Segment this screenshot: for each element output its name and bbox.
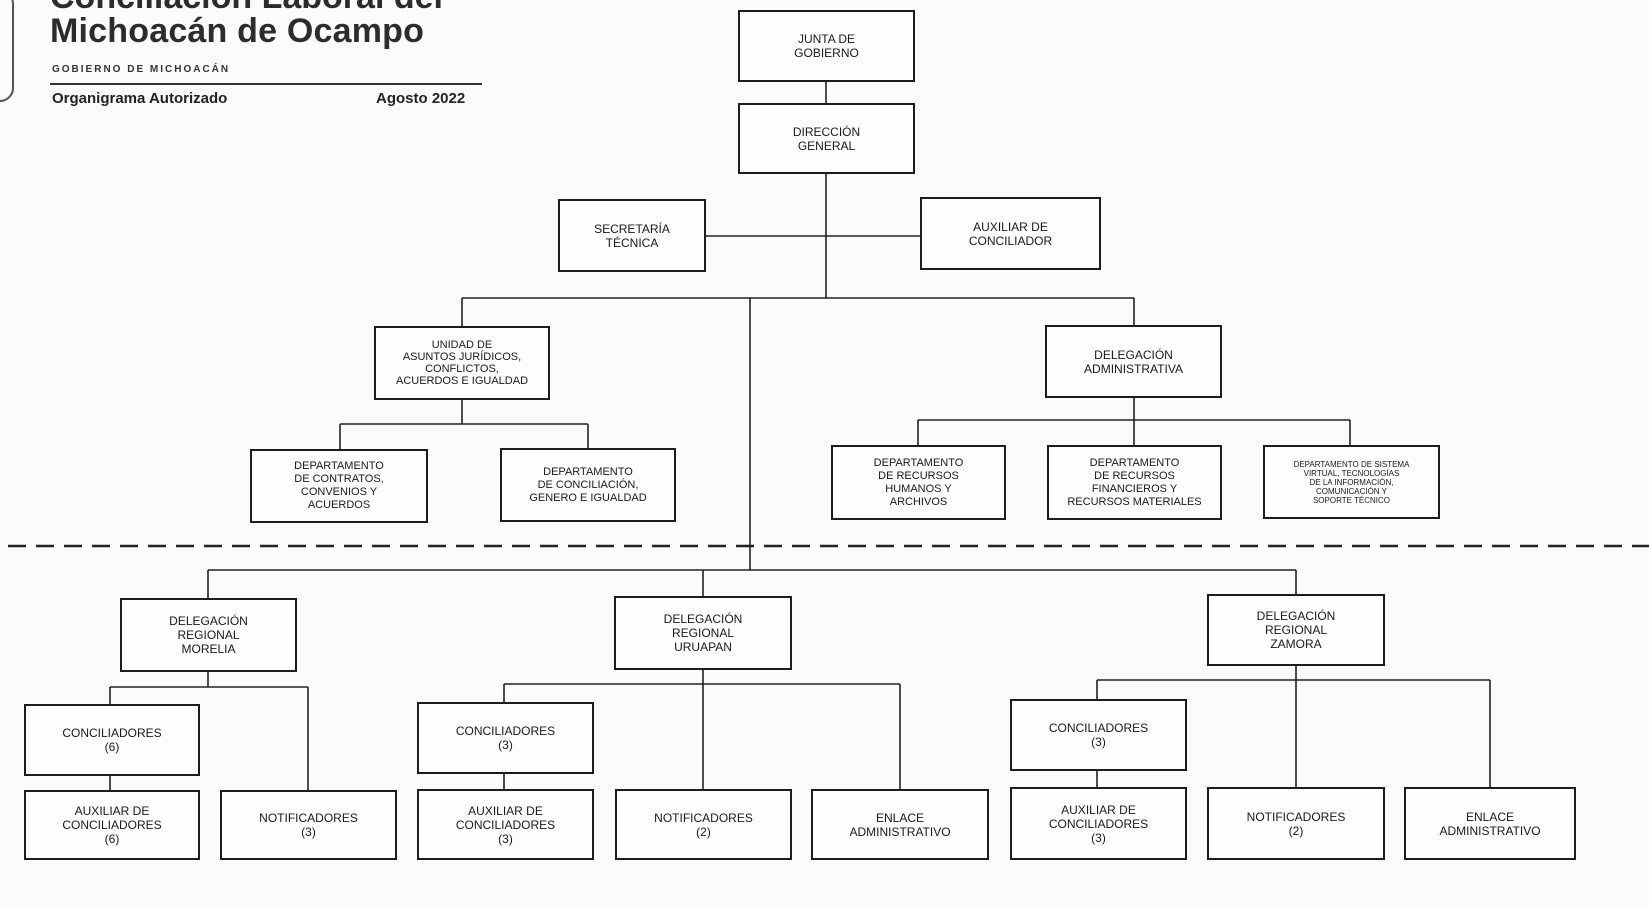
node-zamora-conciliadores: CONCILIADORES (3) xyxy=(1010,699,1187,771)
node-auxiliar-conciliador: AUXILIAR DE CONCILIADOR xyxy=(920,197,1101,270)
node-uruapan-conciliadores: CONCILIADORES (3) xyxy=(417,702,594,774)
node-delegacion-zamora: DELEGACIÓN REGIONAL ZAMORA xyxy=(1207,594,1385,666)
node-zamora-enlace-administrativo: ENLACE ADMINISTRATIVO xyxy=(1404,787,1576,860)
node-morelia-auxiliar-conciliadores: AUXILIAR DE CONCILIADORES (6) xyxy=(24,790,200,860)
node-depto-contratos: DEPARTAMENTO DE CONTRATOS, CONVENIOS Y A… xyxy=(250,449,428,523)
node-unidad-asuntos-juridicos: UNIDAD DE ASUNTOS JURÍDICOS, CONFLICTOS,… xyxy=(374,326,550,400)
node-delegacion-morelia: DELEGACIÓN REGIONAL MORELIA xyxy=(120,598,297,672)
doc-date: Agosto 2022 xyxy=(376,90,466,107)
node-depto-recursos-humanos: DEPARTAMENTO DE RECURSOS HUMANOS Y ARCHI… xyxy=(831,445,1006,520)
node-zamora-notificadores: NOTIFICADORES (2) xyxy=(1207,787,1385,860)
node-uruapan-auxiliar-conciliadores: AUXILIAR DE CONCILIADORES (3) xyxy=(417,789,594,860)
header-title: Michoacán de Ocampo xyxy=(50,12,425,50)
header-title-partial: Conciliación Laboral del xyxy=(50,0,443,17)
header-subtitle: GOBIERNO DE MICHOACÁN xyxy=(52,64,231,75)
node-zamora-auxiliar-conciliadores: AUXILIAR DE CONCILIADORES (3) xyxy=(1010,787,1187,860)
node-morelia-notificadores: NOTIFICADORES (3) xyxy=(220,790,397,860)
node-uruapan-notificadores: NOTIFICADORES (2) xyxy=(615,789,792,860)
node-depto-sistemas-ti: DEPARTAMENTO DE SISTEMA VIRTUAL, TECNOLO… xyxy=(1263,445,1440,519)
node-junta-gobierno: JUNTA DE GOBIERNO xyxy=(738,10,915,82)
node-depto-recursos-financieros: DEPARTAMENTO DE RECURSOS FINANCIEROS Y R… xyxy=(1047,445,1222,520)
header-rule xyxy=(50,83,482,85)
node-depto-conciliacion: DEPARTAMENTO DE CONCILIACIÓN, GENERO E I… xyxy=(500,448,676,522)
node-secretaria-tecnica: SECRETARÍA TÉCNICA xyxy=(558,199,706,272)
node-direccion-general: DIRECCIÓN GENERAL xyxy=(738,103,915,174)
node-delegacion-uruapan: DELEGACIÓN REGIONAL URUAPAN xyxy=(614,596,792,670)
node-morelia-conciliadores: CONCILIADORES (6) xyxy=(24,704,200,776)
doc-label: Organigrama Autorizado xyxy=(52,90,228,107)
logo-seal-icon xyxy=(0,0,14,102)
node-delegacion-administrativa: DELEGACIÓN ADMINISTRATIVA xyxy=(1045,325,1222,398)
node-uruapan-enlace-administrativo: ENLACE ADMINISTRATIVO xyxy=(811,789,989,860)
